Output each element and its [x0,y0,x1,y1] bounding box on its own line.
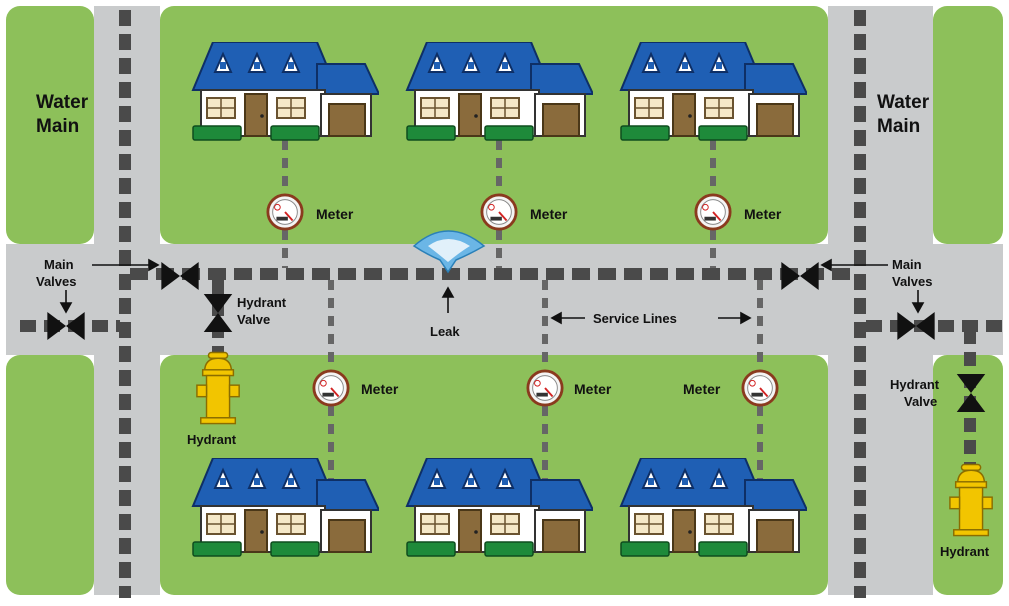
road-horizontal [6,244,1003,355]
hydrant-valve-left-label-line2: Valve [237,312,270,327]
leak-label: Leak [430,324,460,339]
hydrant-left-label: Hydrant [187,432,237,447]
meter-label-top-1: Meter [316,206,354,222]
water-main-left-label-line1: Water [36,92,89,113]
meter-icon-top-2 [480,193,518,231]
leak-spray-icon [412,230,486,274]
water-main-right-label-line1: Water [877,92,930,113]
hydrant-right-label: Hydrant [940,544,990,559]
meter-label-bottom-3: Meter [683,381,721,397]
main-valves-left-label-line2: Valves [36,274,77,289]
meter-label-bottom-2: Meter [574,381,612,397]
lawn-top-left [6,6,94,244]
meter-icon-top-1 [266,193,304,231]
hydrant-valve-right-label-line2: Valve [904,394,937,409]
meter-label-bottom-1: Meter [361,381,399,397]
main-valves-left-label-line1: Main [44,257,74,272]
meter-label-top-2: Meter [530,206,568,222]
hydrant-valve-left-label-line1: Hydrant [237,295,287,310]
meter-icon-bottom-2 [526,369,564,407]
hydrant-valve-right-label-line1: Hydrant [890,377,940,392]
meter-icon-bottom-1 [312,369,350,407]
meter-label-top-3: Meter [744,206,782,222]
water-main-left-label-line2: Main [36,116,79,137]
main-valves-right-label-line2: Valves [892,274,933,289]
service-lines-label: Service Lines [593,311,677,326]
meter-icon-bottom-3 [741,369,779,407]
water-main-right-label-line2: Main [877,116,920,137]
meter-icon-top-3 [694,193,732,231]
main-valves-right-label-line1: Main [892,257,922,272]
lawn-top-right [933,6,1003,244]
lawn-bottom-left [6,355,94,595]
